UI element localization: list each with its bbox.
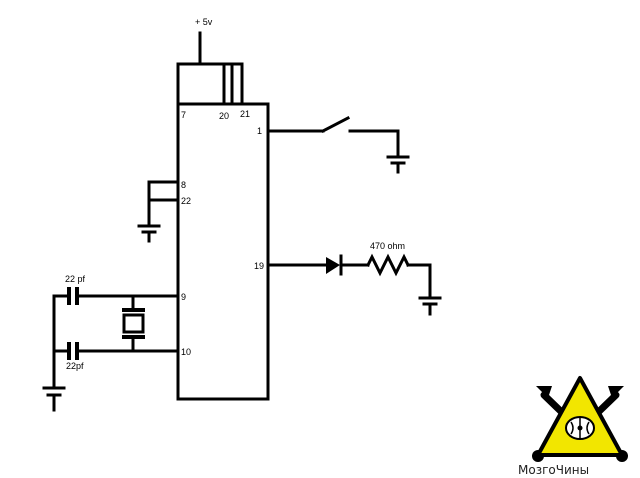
pin-22-label: 22 — [181, 196, 191, 206]
ground-symbol-oscillator — [42, 386, 66, 412]
ground-symbol-switch — [386, 155, 410, 174]
pin-1-label: 1 — [257, 126, 262, 136]
led-diode — [326, 257, 340, 274]
pin8-22-ground — [137, 180, 180, 243]
pin-9-label: 9 — [181, 292, 186, 302]
switch-circuit — [266, 115, 410, 174]
power-label: + 5v — [195, 17, 213, 27]
capacitor-22pf-bottom — [67, 342, 79, 360]
pin-21-label: 21 — [240, 109, 250, 119]
brain-icon — [565, 416, 595, 440]
resistor-label: 470 ohm — [370, 241, 405, 251]
oscillator-circuit: 22 pf 22pf — [42, 274, 180, 412]
pin-20-label: 20 — [219, 111, 229, 121]
logo-text: МозгоЧины — [518, 463, 589, 477]
power-supply: + 5v — [176, 17, 244, 106]
pin-19-label: 19 — [254, 261, 264, 271]
cap-bottom-label: 22pf — [66, 361, 84, 371]
ground-symbol-pin8 — [137, 224, 161, 243]
pin-7-label: 7 — [181, 110, 186, 120]
pin8-wire — [147, 180, 180, 228]
ground-symbol-led — [418, 296, 442, 316]
resistor-out-wire — [406, 263, 432, 300]
pin-10-label: 10 — [181, 347, 191, 357]
pin-8-label: 8 — [181, 180, 186, 190]
capacitor-22pf-top — [67, 287, 79, 305]
crystal-oscillator — [122, 294, 145, 353]
cap-top-label: 22 pf — [65, 274, 86, 284]
chip-body — [176, 102, 270, 401]
mozgochiny-logo: МозгоЧины — [518, 376, 628, 477]
switch-lever — [320, 115, 351, 134]
switch-out-wire — [348, 129, 400, 159]
resistor — [365, 253, 411, 277]
led-circuit: 470 ohm — [266, 241, 442, 316]
microcontroller-chip: 7 20 21 1 8 22 19 9 10 — [176, 102, 270, 401]
